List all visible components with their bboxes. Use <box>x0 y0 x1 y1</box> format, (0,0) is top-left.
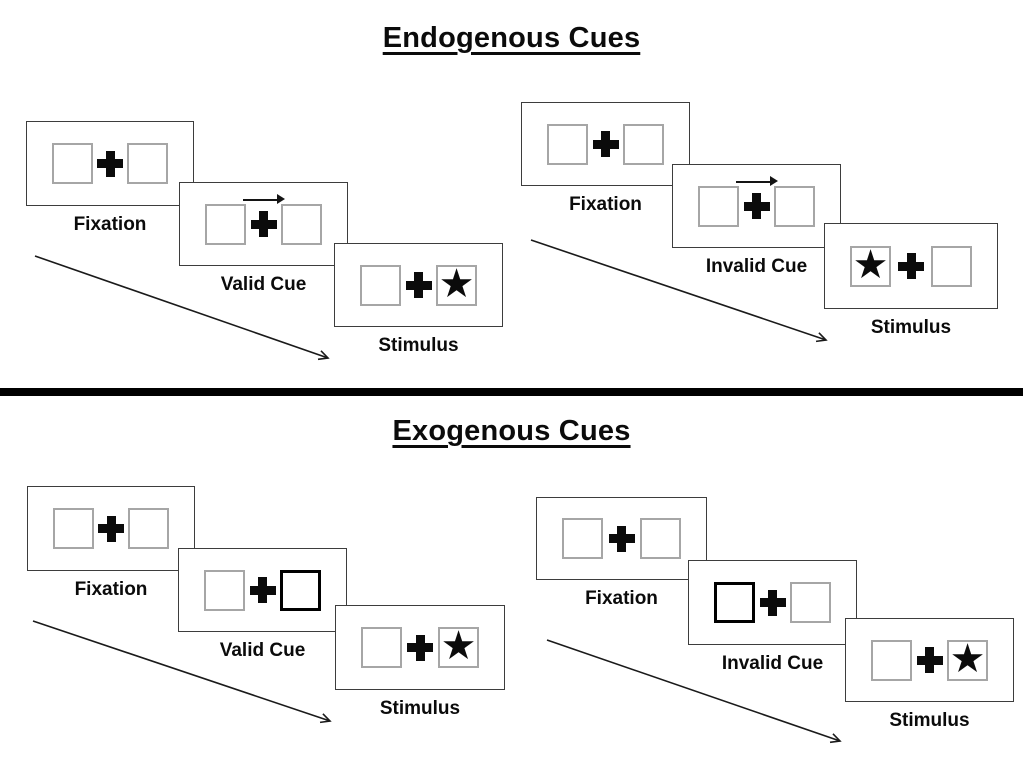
exogenous-invalid-cue-step: Invalid Cue <box>688 560 857 675</box>
placeholder-square-left <box>361 627 402 668</box>
invalid-cue-panel <box>688 560 857 645</box>
timeline-arrow-exogenous-valid <box>32 620 332 724</box>
step-label-invalid-cue: Invalid Cue <box>705 256 808 277</box>
placeholder-square-right <box>623 123 664 165</box>
endogenous-invalid-stimulus-step: ★ Stimulus <box>824 223 998 339</box>
fixation-cross-icon <box>405 272 432 298</box>
exogenous-invalid-stimulus-step: ★ Stimulus <box>845 618 1014 732</box>
fixation-cross-icon <box>249 577 276 603</box>
placeholder-square-right <box>281 203 322 245</box>
placeholder-square-left <box>205 203 246 245</box>
exogenous-invalid-fixation-step: Fixation <box>536 497 707 610</box>
star-icon: ★ <box>440 623 477 669</box>
stimulus-panel: ★ <box>334 243 503 327</box>
fixation-cross-icon <box>916 647 943 673</box>
placeholder-square-left <box>360 264 401 306</box>
timeline-arrow-exogenous-invalid <box>546 639 842 744</box>
placeholder-square-right <box>774 185 815 227</box>
step-label-stimulus: Stimulus <box>870 317 952 338</box>
valid-cue-panel <box>178 548 347 632</box>
step-label-valid-cue: Valid Cue <box>219 640 306 661</box>
endogenous-valid-stimulus-step: ★ Stimulus <box>334 243 503 357</box>
placeholder-square-right <box>931 245 972 287</box>
stimulus-panel: ★ <box>335 605 505 690</box>
placeholder-square-right <box>127 143 168 184</box>
target-square-right: ★ <box>436 260 477 307</box>
star-icon: ★ <box>949 635 986 682</box>
target-square-right: ★ <box>947 635 988 682</box>
fixation-cross-icon <box>898 253 924 279</box>
fixation-cross-icon <box>592 131 619 157</box>
step-label-fixation: Fixation <box>73 214 147 235</box>
fixation-cross-icon <box>97 150 123 177</box>
fixation-cross-icon <box>759 589 786 616</box>
step-label-fixation: Fixation <box>569 194 642 215</box>
endogenous-invalid-cue-step: Invalid Cue <box>672 164 841 278</box>
placeholder-square-left <box>53 508 94 549</box>
highlighted-cue-square-left <box>714 582 755 623</box>
step-label-invalid-cue: Invalid Cue <box>721 653 824 674</box>
endogenous-valid-fixation-step: Fixation <box>26 121 194 236</box>
step-label-fixation: Fixation <box>585 588 658 609</box>
star-icon: ★ <box>438 260 475 307</box>
placeholder-square-right <box>128 508 169 549</box>
fixation-panel <box>27 486 195 571</box>
timeline-arrow-endogenous-valid <box>34 255 330 361</box>
placeholder-square-left <box>204 569 245 611</box>
highlighted-cue-square-right <box>280 569 321 611</box>
target-square-left: ★ <box>850 241 891 288</box>
placeholder-square-left <box>547 123 588 165</box>
step-label-stimulus: Stimulus <box>378 335 459 356</box>
placeholder-square-left <box>871 639 912 681</box>
fixation-cross-icon <box>242 194 285 237</box>
placeholder-square-left <box>52 143 93 184</box>
exogenous-valid-fixation-step: Fixation <box>27 486 195 601</box>
invalid-cue-panel <box>672 164 841 248</box>
fixation-cross-icon <box>608 525 635 552</box>
fixation-cross-icon <box>407 634 433 661</box>
section-divider <box>0 388 1023 396</box>
fixation-cross-icon <box>98 515 124 542</box>
right-arrow-cue-icon <box>735 176 778 187</box>
step-label-valid-cue: Valid Cue <box>220 274 307 295</box>
right-arrow-cue-icon <box>242 194 285 205</box>
fixation-panel <box>536 497 707 580</box>
section-title-endogenous: Endogenous Cues <box>382 22 641 54</box>
section-title-exogenous: Exogenous Cues <box>392 415 631 447</box>
fixation-panel <box>521 102 690 186</box>
fixation-cross-icon <box>735 176 778 219</box>
exogenous-valid-cue-step: Valid Cue <box>178 548 347 662</box>
placeholder-square-left <box>698 185 739 227</box>
stimulus-panel: ★ <box>845 618 1014 702</box>
step-label-stimulus: Stimulus <box>379 698 461 719</box>
step-label-stimulus: Stimulus <box>889 710 970 731</box>
step-label-fixation: Fixation <box>74 579 148 600</box>
placeholder-square-right <box>790 582 831 623</box>
star-icon: ★ <box>852 241 889 288</box>
placeholder-square-left <box>562 518 603 559</box>
timeline-arrow-endogenous-invalid <box>530 239 828 343</box>
valid-cue-panel <box>179 182 348 266</box>
target-square-right: ★ <box>438 623 479 669</box>
fixation-panel <box>26 121 194 206</box>
endogenous-valid-cue-step: Valid Cue <box>179 182 348 296</box>
exogenous-valid-stimulus-step: ★ Stimulus <box>335 605 505 720</box>
stimulus-panel: ★ <box>824 223 998 309</box>
placeholder-square-right <box>640 518 681 559</box>
endogenous-invalid-fixation-step: Fixation <box>521 102 690 216</box>
